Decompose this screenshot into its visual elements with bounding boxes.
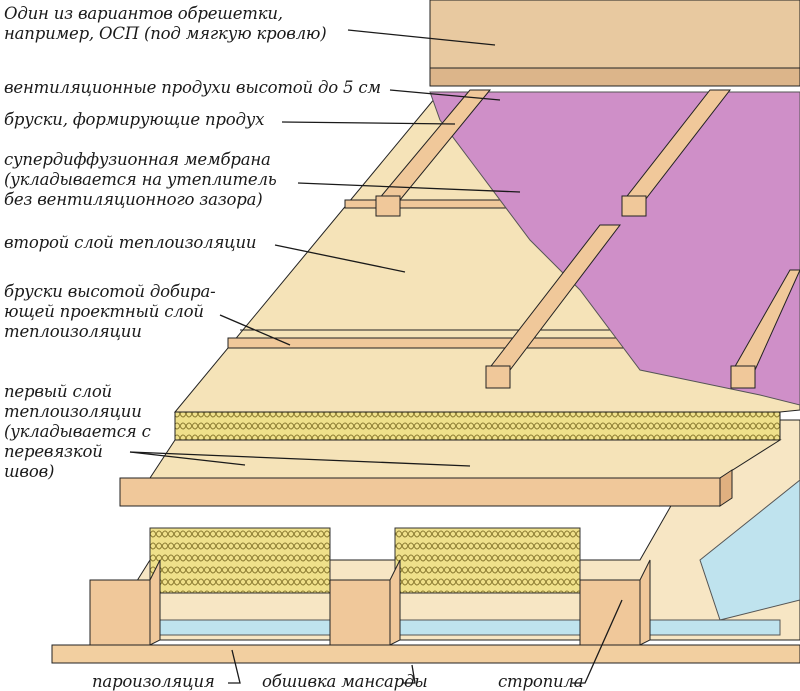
label-extra-battens: бруски высотой добира- ющей проектный сл… <box>4 282 216 342</box>
first-layer-lower <box>149 439 782 479</box>
label-rafters: стропила <box>498 672 584 691</box>
rafter <box>579 579 641 646</box>
rafter <box>329 579 391 646</box>
label-osb-line: например, ОСП (под мягкую кровлю) <box>4 24 327 43</box>
attic-lining <box>51 644 800 664</box>
superdiffusion-membrane <box>429 91 800 406</box>
label-first-layer-line: теплоизоляции <box>4 402 142 421</box>
vent-batten-end <box>730 365 756 389</box>
label-lining: обшивка мансарды <box>262 672 428 691</box>
extra-batten <box>227 337 649 349</box>
osb-panel-edge <box>429 67 800 87</box>
rafter <box>389 559 401 646</box>
label-first-layer-line: (укладывается с <box>4 422 151 441</box>
label-first-layer-line: швов) <box>4 462 55 481</box>
batten-end <box>719 469 733 507</box>
label-membrane-line: (укладывается на утеплитель <box>4 170 277 189</box>
label-membrane-line: супердиффузионная мембрана <box>4 150 271 169</box>
vapor-barrier-strip <box>99 619 781 636</box>
label-extra-battens-line: бруски высотой добира- <box>4 282 216 301</box>
label-extra-battens-line: ющей проектный слой <box>4 302 204 321</box>
label-membrane: супердиффузионная мембрана (укладывается… <box>4 150 277 210</box>
horizontal-batten <box>119 477 721 507</box>
osb-panel <box>429 0 800 69</box>
label-first-layer: первый слой теплоизоляции (укладывается … <box>4 382 151 482</box>
leader-lines <box>129 29 623 684</box>
label-osb: Один из вариантов обрешетки, например, О… <box>4 4 327 44</box>
vent-batten-end <box>375 195 401 217</box>
label-battens: бруски, формирующие продух <box>4 110 265 129</box>
vent-batten-end <box>485 365 511 389</box>
label-first-layer-line: первый слой <box>4 382 112 401</box>
label-second-layer: второй слой теплоизоляции <box>4 233 257 252</box>
vapor-barrier <box>699 479 800 621</box>
label-membrane-line: без вентиляционного зазора) <box>4 190 263 209</box>
insulation-roll <box>394 527 581 594</box>
label-extra-battens-line: теплоизоляции <box>4 322 142 341</box>
rafter <box>89 579 151 646</box>
label-vapor-barrier: пароизоляция <box>92 672 215 691</box>
first-insulation-slab <box>174 411 781 441</box>
label-first-layer-line: перевязкой <box>4 442 103 461</box>
label-osb-line: Один из вариантов обрешетки, <box>4 4 283 23</box>
rafter <box>639 559 651 646</box>
rafter <box>149 559 161 646</box>
vent-batten-end <box>621 195 647 217</box>
label-vent-gaps: вентиляционные продухи высотой до 5 см <box>4 78 381 97</box>
insulation-roll <box>149 527 331 594</box>
